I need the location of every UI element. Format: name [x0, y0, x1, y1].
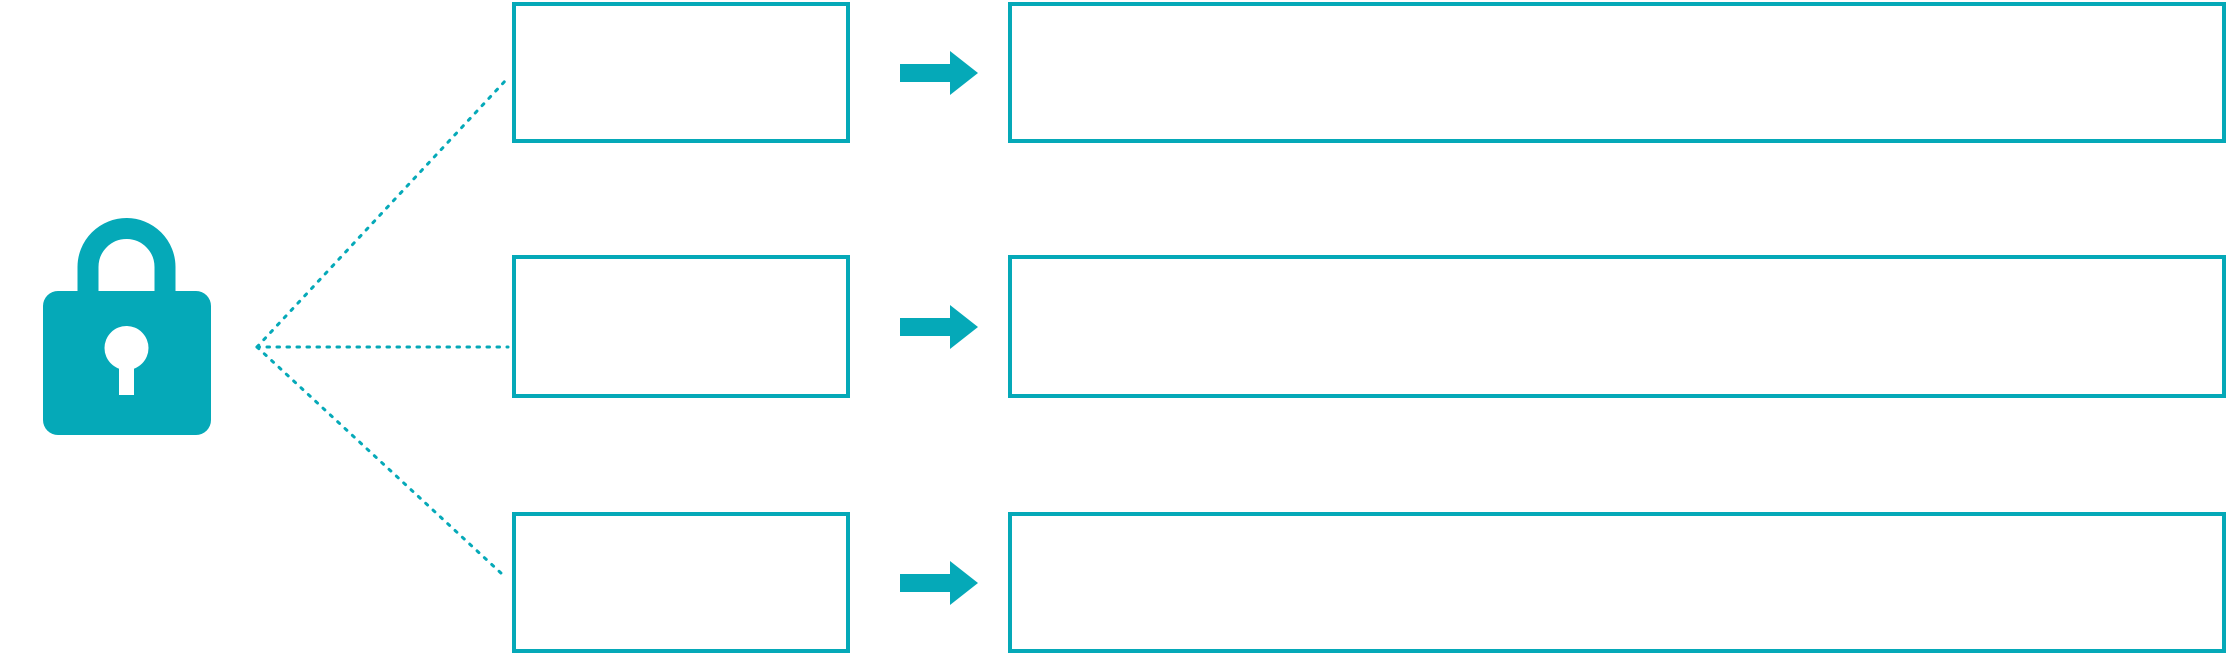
diagram-row [0, 255, 2229, 398]
target-box-3[interactable] [1008, 512, 2226, 653]
target-box-1[interactable] [1008, 2, 2226, 143]
diagram-row [0, 512, 2229, 653]
arrow-right-icon [900, 50, 978, 95]
source-box-1[interactable] [512, 2, 850, 143]
source-box-3[interactable] [512, 512, 850, 653]
diagram-row [0, 2, 2229, 143]
lock-icon [42, 216, 212, 438]
arrow-right-icon [900, 304, 978, 349]
target-box-2[interactable] [1008, 255, 2226, 398]
arrow-right-icon [900, 560, 978, 605]
source-box-2[interactable] [512, 255, 850, 398]
